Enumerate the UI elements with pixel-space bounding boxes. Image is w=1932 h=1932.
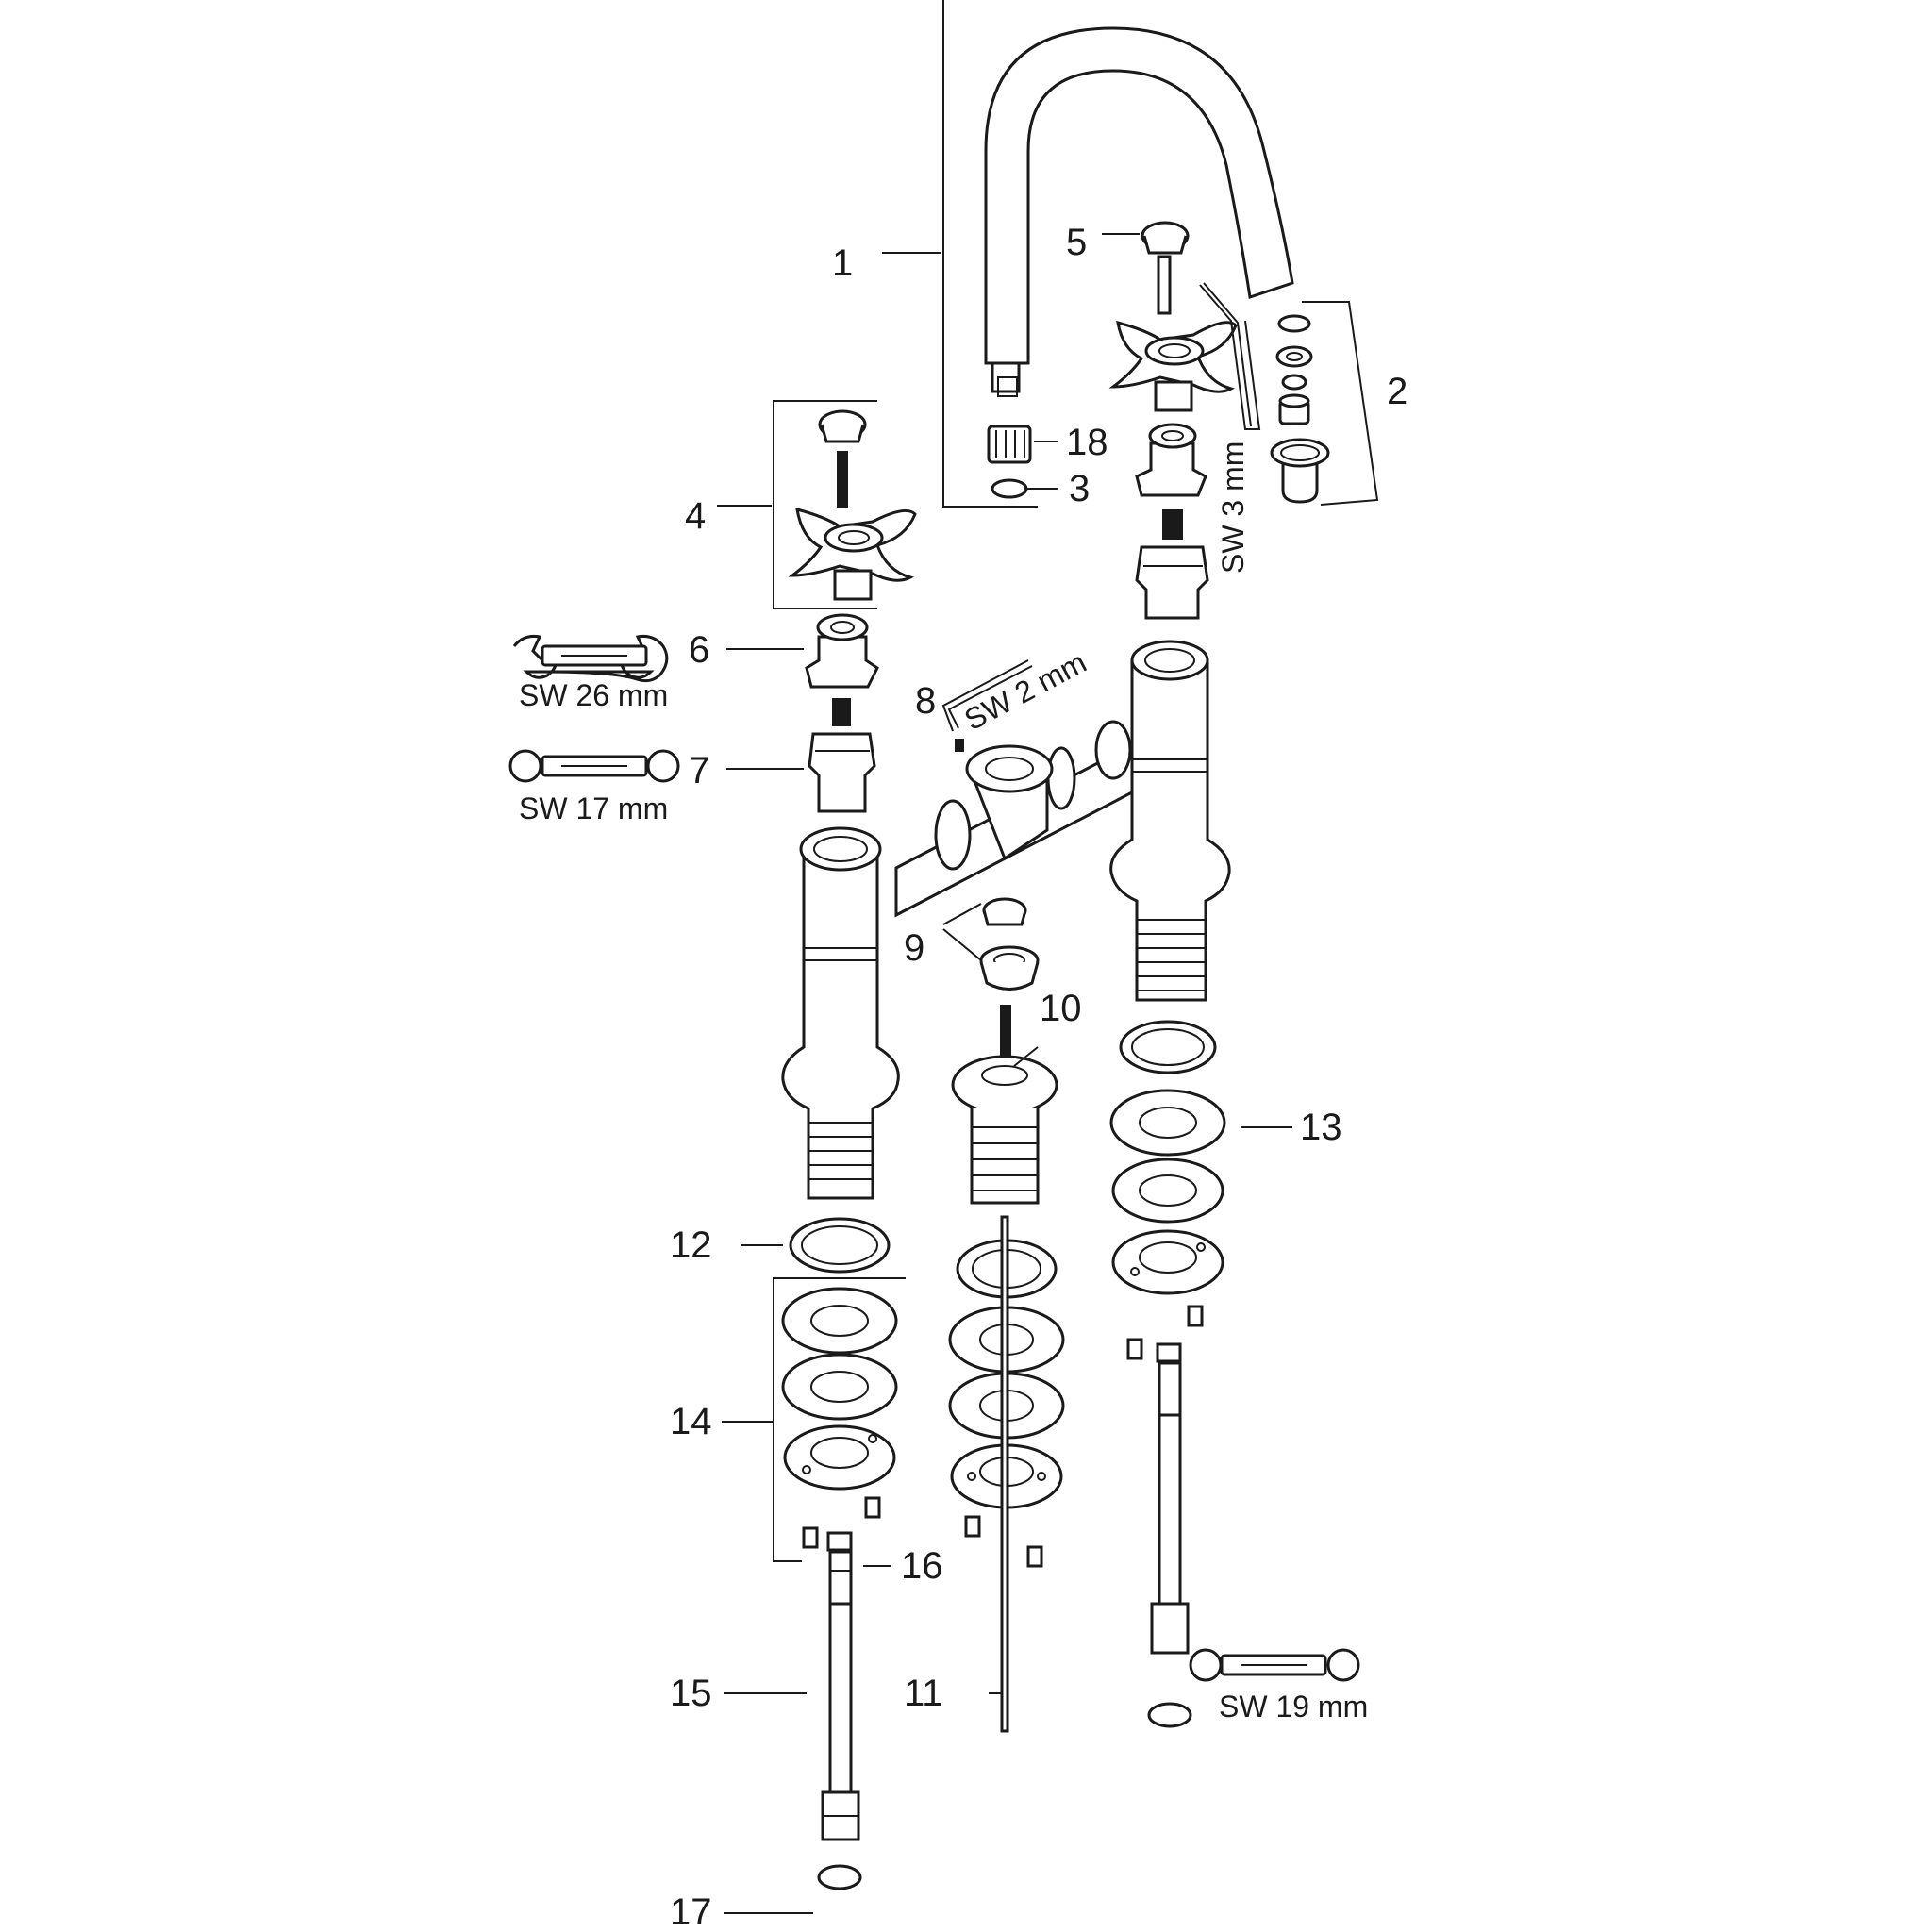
callout-labels: 1 2 3 4 5 6 7 8 9 10 11 12 13 14 15 16 1… bbox=[670, 222, 1407, 1932]
callout-17: 17 bbox=[670, 1891, 712, 1932]
set-screw bbox=[955, 739, 964, 752]
callout-11: 11 bbox=[904, 1673, 943, 1714]
tool-label-sw17: SW 17 mm bbox=[519, 791, 668, 825]
wrench-17-icon bbox=[508, 749, 680, 783]
left-handle-cap bbox=[818, 409, 867, 443]
right-hose bbox=[1150, 1342, 1190, 1655]
right-hose-gasket bbox=[1147, 1702, 1192, 1728]
callout-18: 18 bbox=[1066, 422, 1108, 463]
tool-label-sw2: SW 2 mm bbox=[958, 644, 1091, 737]
bracket-1 bbox=[942, 0, 1038, 508]
leader-lines bbox=[717, 233, 1292, 1914]
aerator-set bbox=[1270, 314, 1330, 504]
spout-nut bbox=[987, 425, 1032, 464]
spout bbox=[984, 26, 1294, 397]
left-cartridge bbox=[808, 698, 876, 813]
bracket-4 bbox=[773, 400, 877, 609]
tool-label-sw26: SW 26 mm bbox=[519, 678, 668, 712]
callout-4: 4 bbox=[685, 495, 706, 537]
wrench-26-icon bbox=[512, 635, 669, 683]
bracket-14 bbox=[773, 1277, 906, 1562]
right-rings bbox=[1109, 1020, 1226, 1295]
callout-12: 12 bbox=[670, 1224, 712, 1266]
callout-15: 15 bbox=[670, 1673, 712, 1714]
right-nut bbox=[1135, 423, 1208, 497]
right-handle-cap bbox=[1141, 221, 1190, 255]
callout-8: 8 bbox=[915, 680, 936, 722]
waste-cap bbox=[979, 897, 1040, 991]
callout-3: 3 bbox=[1069, 468, 1090, 509]
left-cross-handle bbox=[788, 507, 917, 601]
right-cartridge bbox=[1135, 509, 1209, 620]
right-handle-screw bbox=[1157, 255, 1172, 315]
callout-2: 2 bbox=[1387, 371, 1407, 412]
callout-7: 7 bbox=[689, 750, 709, 791]
spout-o-ring bbox=[991, 478, 1028, 499]
right-cross-handle bbox=[1108, 320, 1238, 412]
left-nut bbox=[805, 613, 879, 689]
left-handle-screw bbox=[837, 451, 848, 508]
left-rings bbox=[781, 1217, 898, 1491]
wrench-19-icon bbox=[1189, 1648, 1360, 1682]
right-screws bbox=[1126, 1305, 1204, 1360]
waste-body bbox=[951, 1005, 1058, 1205]
left-hose bbox=[821, 1531, 860, 1841]
bracket-2 bbox=[1302, 301, 1379, 506]
callout-10: 10 bbox=[1040, 988, 1082, 1029]
tool-labels: SW 26 mm SW 17 mm SW 19 mm SW 2 mm SW 3 … bbox=[519, 441, 1368, 1724]
tool-label-sw19: SW 19 mm bbox=[1219, 1690, 1368, 1724]
waste-screws bbox=[964, 1515, 1043, 1568]
waste-rod bbox=[1000, 1215, 1009, 1733]
callout-14: 14 bbox=[670, 1401, 712, 1442]
left-screws bbox=[802, 1496, 881, 1549]
valve-body bbox=[781, 640, 1231, 1200]
callout-9: 9 bbox=[904, 927, 924, 969]
hex-key-3mm bbox=[1199, 284, 1261, 430]
left-hose-gasket bbox=[817, 1864, 862, 1890]
callout-6: 6 bbox=[689, 629, 709, 671]
callout-13: 13 bbox=[1300, 1107, 1342, 1148]
callout-16: 16 bbox=[901, 1545, 943, 1587]
callout-5: 5 bbox=[1066, 222, 1087, 263]
hex-key-2mm bbox=[941, 659, 1029, 732]
tool-label-sw3: SW 3 mm bbox=[1216, 441, 1250, 574]
callout-1: 1 bbox=[832, 242, 853, 284]
